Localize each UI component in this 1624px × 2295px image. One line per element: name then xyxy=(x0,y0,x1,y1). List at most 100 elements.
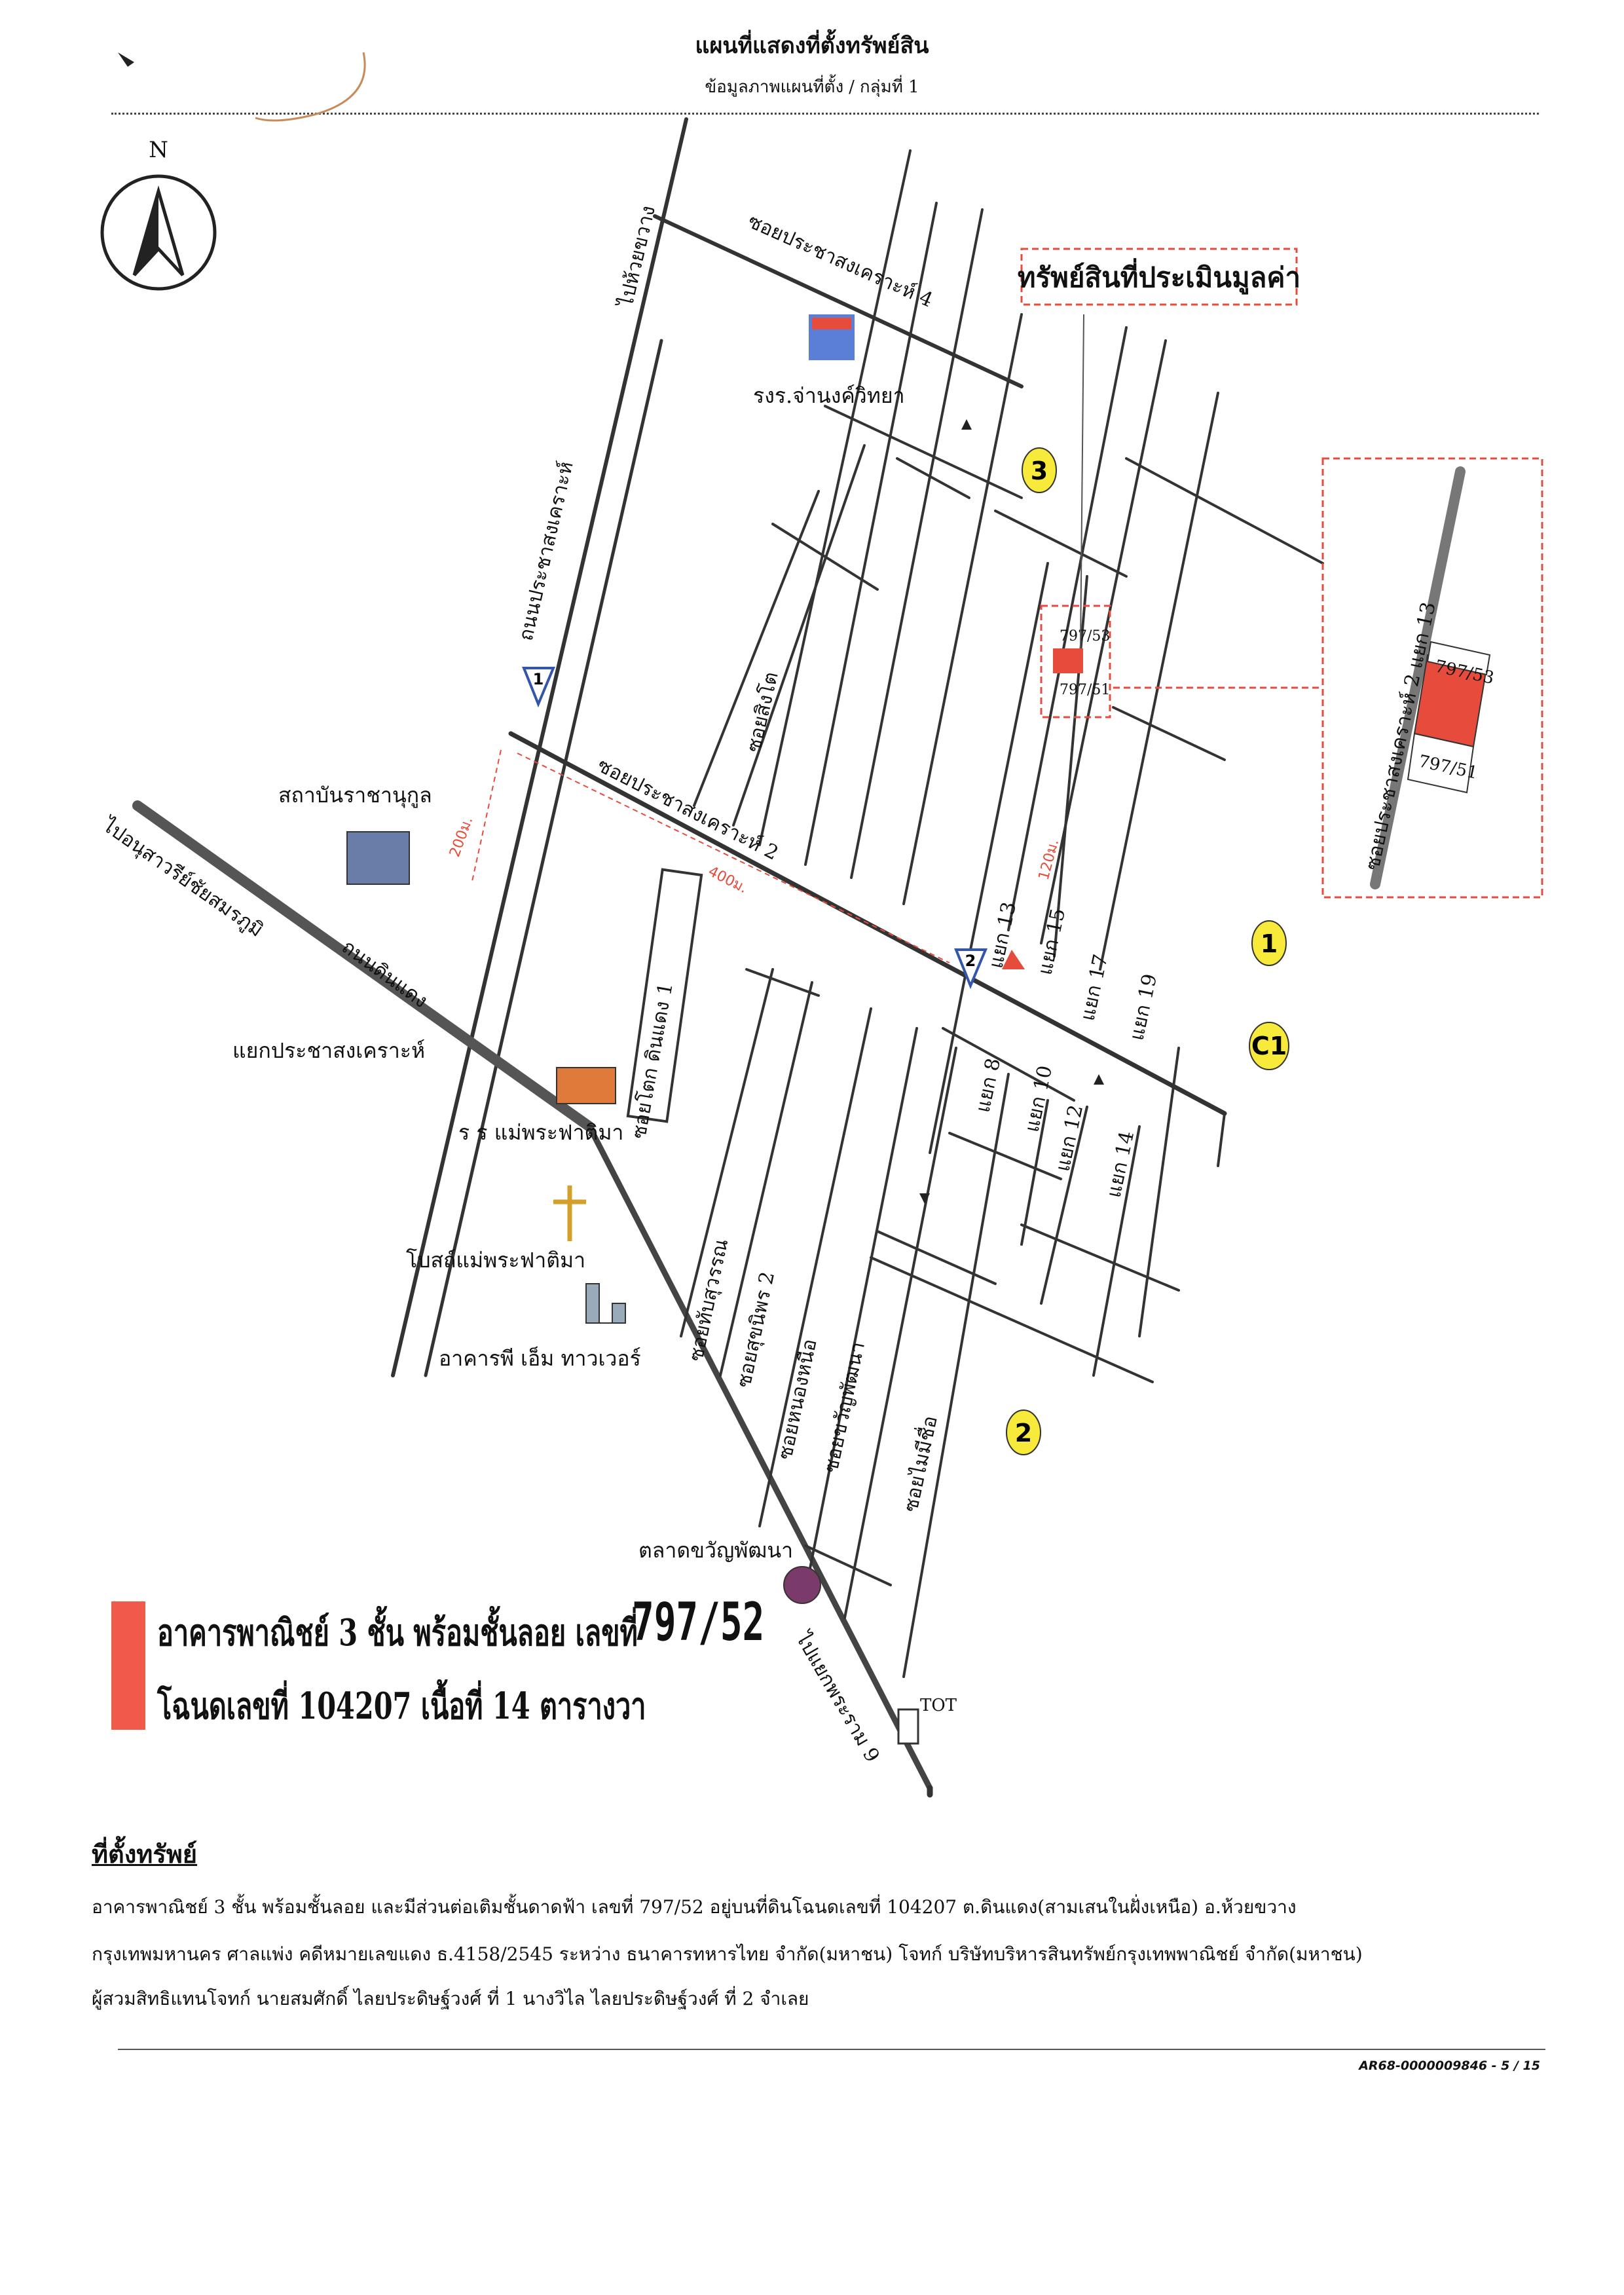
street-soi4: ซอยประชาสงเคราะห์ 4 xyxy=(745,210,936,312)
road-cross-a xyxy=(942,1027,1075,1102)
arrow-icon xyxy=(961,419,972,430)
north-arrow-half xyxy=(134,191,158,275)
street-soi-sawat: ซอยขวัญพัฒนา xyxy=(820,1340,870,1475)
road-soi4-branch2 xyxy=(896,457,970,499)
north-compass: N xyxy=(100,137,217,291)
legend-swatch xyxy=(111,1601,145,1730)
zone-label: C1 xyxy=(1251,1032,1287,1060)
legend-handwritten-number: 797/52 xyxy=(632,1592,765,1652)
zone-label: 1 xyxy=(1261,929,1278,958)
compass-ring xyxy=(100,174,217,291)
arrow-icon xyxy=(1094,1074,1104,1085)
distance-label: 400ม. xyxy=(705,863,750,897)
soi-s3 xyxy=(758,1007,872,1527)
zone-badge xyxy=(1022,447,1057,493)
callout-leader xyxy=(1080,314,1084,649)
arrow-icon xyxy=(919,1193,930,1204)
soi-v1 xyxy=(804,202,938,866)
scan-mark xyxy=(118,52,134,67)
direction-arrows xyxy=(919,419,1104,1204)
soi-v6 xyxy=(693,490,820,807)
distance-guide xyxy=(517,753,950,963)
street-to-rama9: ไปแยกพระราม 9 xyxy=(790,1627,884,1766)
road-marker: 2 xyxy=(965,952,976,970)
road-soi4-branch xyxy=(824,405,1023,499)
zone-label: 3 xyxy=(1031,457,1048,485)
subtitle-separator: / xyxy=(849,77,855,97)
branch-label: แยก 12 xyxy=(1052,1103,1088,1174)
road-east-branch xyxy=(1125,457,1324,565)
callout-label: ทรัพย์สินที่ประเมินมูลค่า xyxy=(1018,258,1301,295)
street-labels: ซอยประชาสงเคราะห์ 4 ซอยประชาสงเคราะห์ 2 … xyxy=(97,204,942,1766)
page-subtitle: ข้อมูลภาพแผนที่ตั้ง/กลุ่มที่ 1 xyxy=(0,73,1624,100)
soi-s1 xyxy=(680,968,774,1337)
soi-v4 xyxy=(758,149,912,846)
branch-label: แยก 19 xyxy=(1126,972,1162,1043)
road-marker: 1 xyxy=(533,670,544,688)
church-cross-icon xyxy=(553,1185,586,1241)
page-title: แผนที่แสดงที่ตั้งทรัพย์สิน xyxy=(695,33,929,59)
street-soi-nongnuea: ซอยหนองหนือ xyxy=(774,1337,822,1461)
subtitle-right: กลุ่มที่ 1 xyxy=(859,77,919,97)
zone-badge xyxy=(1006,1409,1041,1455)
soi-v9 xyxy=(1099,392,1219,971)
location-line-2: กรุงเทพมหานคร ศาลแพ่ง คดีหมายเลขแดง ธ.41… xyxy=(92,1943,1363,1965)
place-school: รงร.จ่านงค์วิทยา xyxy=(753,383,905,408)
zone-markers: 3 1 C1 2 xyxy=(1006,447,1289,1455)
zone-label: 2 xyxy=(1015,1419,1032,1447)
school-icon-roof xyxy=(812,318,851,329)
distance-guides xyxy=(471,749,950,963)
place-mae-school: ร ร แม่พระฟาติมา xyxy=(458,1120,623,1145)
distance-label: 200ม. xyxy=(447,815,476,859)
footer-divider xyxy=(118,2049,1545,2050)
scan-stroke xyxy=(255,52,366,122)
site-lot-b: 797/51 xyxy=(1060,682,1110,698)
road-cross-d xyxy=(870,1256,1154,1383)
parcel-highlight-box xyxy=(1040,605,1111,718)
soi-s7 xyxy=(1020,1099,1049,1246)
road-din-daeng-south xyxy=(586,1123,933,1791)
road-soi4 xyxy=(653,214,1024,388)
soi-s10 xyxy=(1217,1112,1226,1167)
road-din-daeng-west xyxy=(132,800,595,1132)
inset-lot-b-box xyxy=(1407,732,1475,794)
tower-icon xyxy=(585,1283,626,1324)
soi-v2 xyxy=(850,208,984,879)
places: รงร.จ่านงค์วิทยา สถาบันราชานุกูล แยกประช… xyxy=(232,314,1025,1745)
soi-s9 xyxy=(1092,1125,1141,1377)
soi-tok-block xyxy=(626,868,703,1123)
soi-s6 xyxy=(902,1073,1010,1678)
soi-s11 xyxy=(1138,1047,1180,1337)
soi-v8 xyxy=(1040,339,1167,944)
place-church: โบสถ์แม่พระฟาติมา xyxy=(406,1248,585,1273)
road-cross-g xyxy=(804,1544,892,1586)
institute-icon xyxy=(346,831,410,885)
soi-v3 xyxy=(902,313,1023,905)
distance-guide xyxy=(471,749,502,885)
location-line-1: อาคารพาณิชย์ 3 ชั้น พร้อมชั้นลอย และมีส่… xyxy=(92,1896,1297,1918)
soi-s4 xyxy=(804,1027,918,1593)
inset-frame xyxy=(1321,457,1543,899)
road-markers: 1 2 xyxy=(522,667,988,990)
tot-icon xyxy=(897,1708,919,1745)
place-tower: อาคารพี เอ็ม ทาวเวอร์ xyxy=(439,1346,641,1371)
parcel-block xyxy=(1053,648,1083,673)
road-cross-f xyxy=(745,968,820,997)
place-junction: แยกประชาสงเคราะห์ xyxy=(232,1038,425,1063)
legend-line-2: โฉนดเลขที่ 104207 เนื้อที่ 14 ตารางวา xyxy=(157,1685,646,1728)
soi-s5 xyxy=(843,1047,957,1619)
street-soi2: ซอยประชาสงเคราะห์ 2 xyxy=(593,754,782,865)
inset-lot-a-box xyxy=(1426,641,1491,676)
place-tot: TOT xyxy=(920,1696,957,1715)
location-title: ที่ตั้งทรัพย์ xyxy=(92,1839,198,1869)
road-cross-b xyxy=(876,1230,997,1285)
callout-box: ทรัพย์สินที่ประเมินมูลค่า xyxy=(1018,248,1301,306)
soi-s8 xyxy=(1040,1106,1088,1305)
subtitle-left: ข้อมูลภาพแผนที่ตั้ง xyxy=(705,77,844,97)
legend-line-1: อาคารพาณิชย์ 3 ชั้น พร้อมชั้นลอย เลขที่ xyxy=(157,1611,638,1654)
road-east-branch2 xyxy=(1112,706,1226,761)
road-marker-shield-icon xyxy=(954,948,988,990)
soi-v5 xyxy=(732,444,866,827)
location-line-3: ผู้สวมสิทธิแทนโจทก์ นายสมศักดิ์ ไลยประดิ… xyxy=(92,1988,809,2009)
inset-road xyxy=(1370,466,1466,889)
